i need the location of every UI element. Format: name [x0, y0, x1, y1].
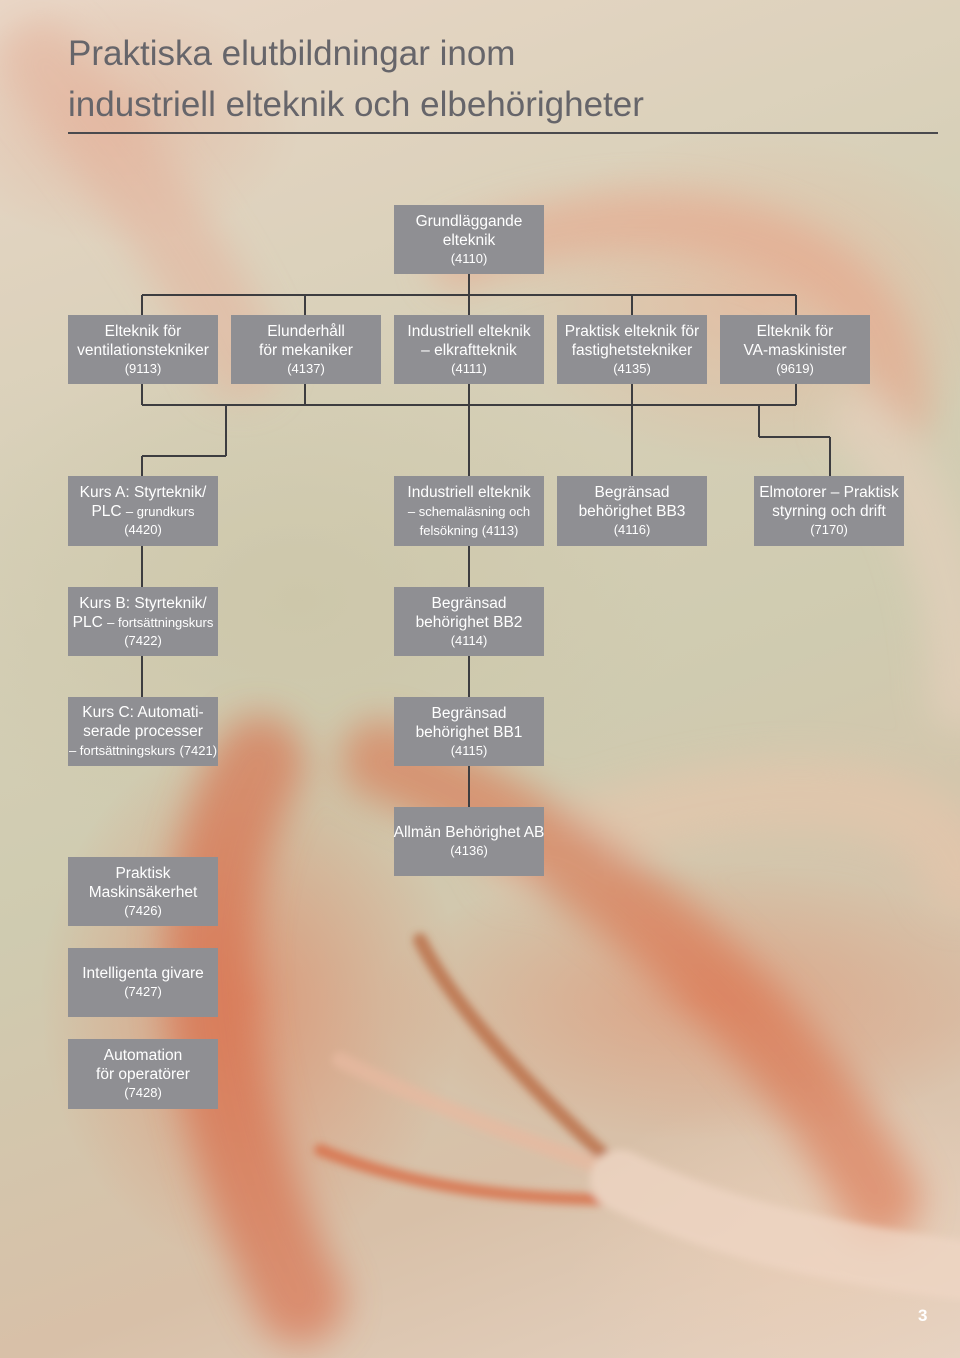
course-code: (4135) [613, 360, 651, 376]
course-name-line: Maskinsäkerhet [88, 883, 198, 901]
course-name-line: Automation [103, 1047, 183, 1064]
course-code: (4116) [613, 522, 651, 537]
course-box-4115[interactable]: Begränsad behörighet BB1 (4115) [394, 697, 544, 766]
course-name-line: Intelligenta givare [82, 965, 204, 982]
course-name-line: Allmän Behörighet AB [393, 824, 545, 841]
course-code: (7427) [124, 984, 162, 999]
course-name-line: Praktisk [115, 864, 171, 882]
course-code: (4114) [450, 632, 488, 648]
course-box-7170[interactable]: Elmotorer – Praktisk styrning och drift … [754, 476, 904, 546]
course-name-line: Industriell elteknik [407, 322, 531, 340]
course-name-line: Elteknik för [104, 322, 182, 340]
course-box-4114[interactable]: Begränsad behörighet BB2 (4114) [394, 587, 544, 656]
course-name-line: PLC – fortsättningskurs [73, 613, 214, 632]
course-box-9113[interactable]: Elteknik för ventilationstekniker (9113) [68, 315, 218, 384]
course-box-4116[interactable]: Begränsad behörighet BB3 (4116) [557, 476, 707, 546]
course-name-line: för mekaniker [259, 341, 353, 359]
course-code: (4420) [124, 522, 162, 537]
course-name-line: styrning och drift [772, 503, 886, 520]
course-name-line: Industriell elteknik [407, 483, 531, 501]
course-code: (4136) [450, 843, 488, 858]
course-name-line: Grundläggande [415, 212, 523, 230]
course-box-7427[interactable]: Intelligenta givare (7427) [68, 948, 218, 1017]
course-code: (9113) [124, 360, 162, 376]
course-name-line: fastighetstekniker [571, 341, 693, 359]
course-subtitle: – fortsättningskurs [68, 743, 176, 758]
page-title-line-2: industriell elteknik och elbehörigheter [68, 85, 644, 124]
course-box-7422[interactable]: Kurs B: Styrteknik/ PLC – fortsättningsk… [68, 587, 218, 656]
course-code: (7421) [179, 743, 218, 758]
course-code: (4137) [287, 360, 325, 376]
course-name-line: Begränsad [431, 594, 507, 612]
course-box-4420[interactable]: Kurs A: Styrteknik/ PLC – grundkurs (442… [68, 476, 218, 546]
course-name-line: Kurs B: Styrteknik/ [79, 594, 207, 612]
course-subtitle: – fortsättningskurs [107, 614, 214, 630]
course-name-line: för operatörer [96, 1066, 190, 1083]
course-code: (7170) [810, 522, 848, 537]
course-code: (7428) [124, 1085, 162, 1100]
course-name-line: Elmotorer – Praktisk [759, 484, 899, 501]
course-box-9619[interactable]: Elteknik för VA-maskinister (9619) [720, 315, 870, 384]
course-box-7428[interactable]: Automation för operatörer (7428) [68, 1039, 218, 1109]
course-name-line: PLC – grundkurs [91, 502, 194, 521]
course-code: (4111) [451, 360, 487, 376]
course-name-part: PLC [72, 613, 103, 631]
course-code: (4115) [450, 742, 488, 758]
course-name-line: ventilationstekniker [77, 341, 209, 359]
course-name-part: PLC [91, 503, 122, 520]
course-name-line: serade processer [83, 723, 203, 740]
course-name-line: behörighet BB2 [415, 613, 523, 631]
course-code: (9619) [776, 360, 814, 376]
course-code: (7426) [124, 902, 162, 918]
course-box-4113[interactable]: Industriell elteknik – schemaläsning och… [394, 476, 544, 546]
course-name-line: – fortsättningskurs (7421) [69, 741, 217, 760]
course-code: (7422) [124, 632, 162, 648]
course-name-line: felsökning (4113) [419, 522, 519, 538]
course-name-line: Kurs C: Automati- [82, 704, 204, 721]
course-name-line: Elteknik för [756, 322, 834, 340]
page-number: 3 [918, 1306, 928, 1325]
course-box-4111[interactable]: Industriell elteknik – elkraftteknik (41… [394, 315, 544, 384]
course-name-line: Praktisk elteknik för [564, 322, 700, 340]
course-name-line: – elkraftteknik [421, 341, 517, 359]
course-box-7421[interactable]: Kurs C: Automati- serade processer – for… [68, 697, 218, 766]
course-name-line: VA-maskinister [743, 341, 847, 359]
course-box-4110[interactable]: Grundläggande elteknik (4110) [394, 205, 544, 274]
course-name-line: behörighet BB1 [415, 723, 523, 741]
course-subtitle: – grundkurs [125, 504, 195, 519]
course-name-line: Begränsad [431, 704, 507, 722]
title-divider [68, 132, 938, 134]
course-name-line: Elunderhåll [267, 322, 345, 340]
course-box-7426[interactable]: Praktisk Maskinsäkerhet (7426) [68, 857, 218, 926]
page-title: Praktiska elutbildningar inom industriel… [68, 28, 938, 130]
course-box-4135[interactable]: Praktisk elteknik för fastighetstekniker… [557, 315, 707, 384]
page-title-line-1: Praktiska elutbildningar inom [68, 34, 516, 73]
course-name-line: Begränsad [594, 484, 670, 501]
course-name-line: behörighet BB3 [578, 503, 686, 520]
course-name-line: Kurs A: Styrteknik/ [79, 484, 207, 501]
course-code: (4110) [450, 250, 488, 266]
course-name-line: – schemaläsning och [407, 503, 531, 519]
course-box-4136[interactable]: Allmän Behörighet AB (4136) [394, 807, 544, 876]
course-name-line: elteknik [442, 231, 496, 249]
course-box-4137[interactable]: Elunderhåll för mekaniker (4137) [231, 315, 381, 384]
